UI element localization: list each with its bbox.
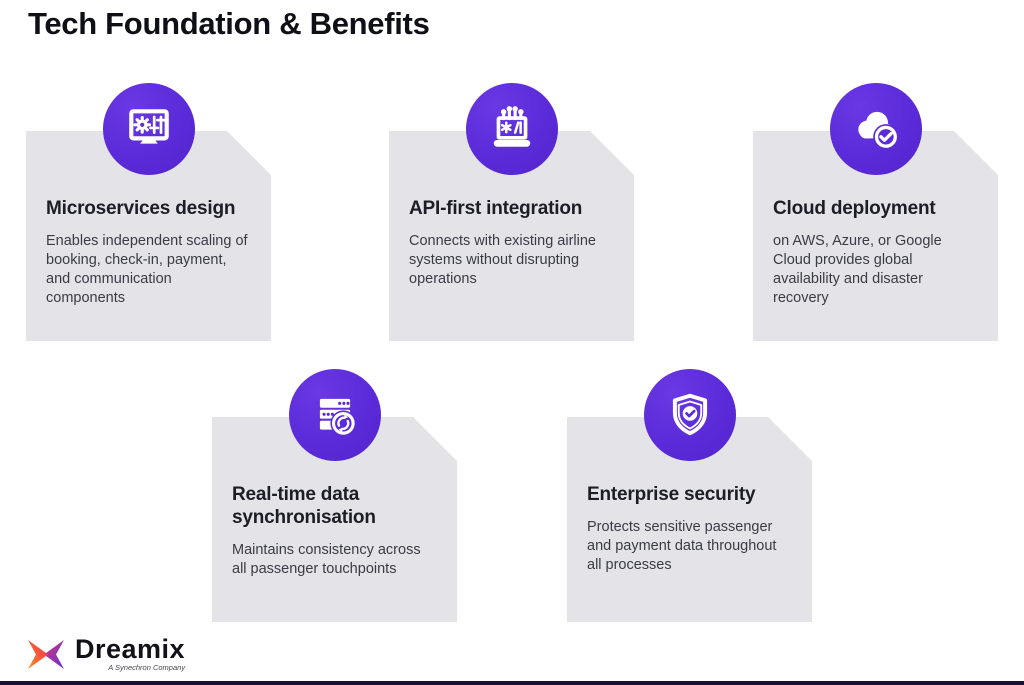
shield-check-icon-glyph [672,393,707,436]
card-realtime-data-sync: Real-time data synchronisation Maintains… [212,369,457,622]
monitor-settings-icon [102,83,195,175]
dreamix-wordmark: Dreamix [75,634,186,664]
monitor-settings-icon-glyph [128,109,169,144]
page-title: Tech Foundation & Benefits [28,6,430,41]
card-title: Enterprise security [587,484,756,505]
card-api-first-integration: API-first integration Connects with exis… [389,83,634,341]
card-microservices-design: Microservices design Enables independent… [26,83,271,341]
api-device-icon-glyph [493,106,530,147]
brand-footer: Dreamix A Synechron Company [26,636,185,672]
card-title: API-first integration [409,198,583,219]
card-title: Real-time data synchronisation [232,484,376,528]
synechron-tagline: A Synechron Company [108,663,186,672]
cloud-check-icon-glyph [857,111,899,150]
shield-check-icon [643,369,736,461]
card-title: Cloud deployment [773,198,936,219]
card-cloud-deployment: Cloud deployment on AWS, Azure, or Googl… [753,83,998,341]
bottom-accent-bar [0,681,1024,685]
card-description: on AWS, Azure, or Google Cloud provides … [773,233,942,306]
card-enterprise-security: Enterprise security Protects sensitive p… [567,369,812,622]
server-sync-icon-glyph [319,398,356,437]
dreamix-logomark-icon [28,639,64,669]
card-title: Microservices design [46,198,236,219]
api-device-icon [465,83,558,175]
card-description: Protects sensitive passenger and payment… [587,519,777,573]
cloud-check-icon [829,83,922,175]
card-description: Enables independent scaling of booking, … [46,233,248,306]
server-sync-icon [288,369,381,461]
card-description: Maintains consistency across all passeng… [232,542,421,577]
card-description: Connects with existing airline systems w… [409,233,596,287]
